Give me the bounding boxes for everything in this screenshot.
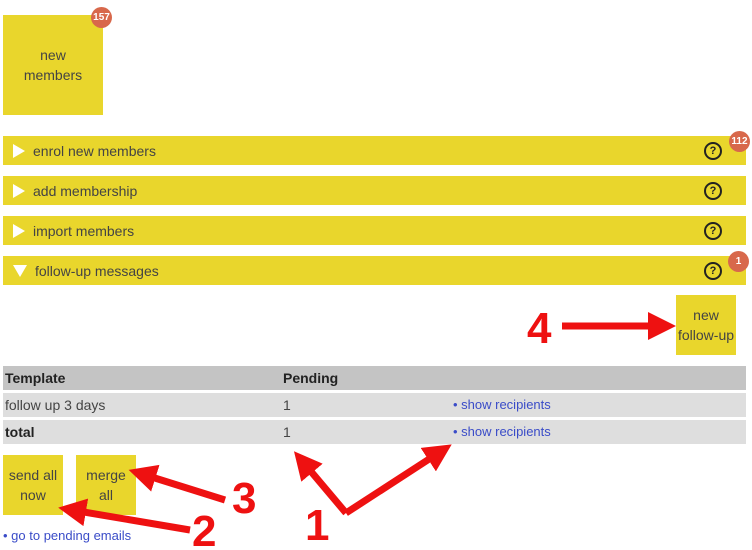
expand-arrow-icon [13, 143, 25, 158]
arrow-3 [128, 464, 227, 504]
collapse-arrow-icon [13, 264, 27, 277]
new-members-badge: 157 [91, 7, 112, 28]
new-members-line2: members [23, 67, 83, 83]
new-members-tile[interactable]: new members [3, 15, 103, 115]
new-follow-up-button[interactable]: new follow-up [676, 295, 736, 355]
section-enrol-new-members[interactable]: enrol new members ? [3, 136, 746, 165]
help-icon[interactable]: ? [704, 261, 722, 280]
table-row-total: total 1 • show recipients [3, 420, 746, 444]
section-add-membership[interactable]: add membership ? [3, 176, 746, 205]
row-template: total [5, 424, 35, 440]
send-all-now-button[interactable]: send all now [3, 455, 63, 515]
expand-arrow-icon [13, 223, 25, 238]
enrol-badge: 112 [729, 131, 750, 152]
merge-all-button[interactable]: merge all [76, 455, 136, 515]
new-follow-up-line1: new [693, 307, 719, 323]
section-follow-up-messages[interactable]: follow-up messages ? [3, 256, 746, 285]
new-follow-up-line2: follow-up [677, 327, 735, 343]
help-icon[interactable]: ? [704, 221, 722, 240]
show-recipients-link[interactable]: • show recipients [453, 397, 551, 412]
merge-all-line1: merge [86, 467, 126, 483]
merge-all-line2: all [98, 487, 113, 503]
help-icon[interactable]: ? [704, 141, 722, 160]
follow-up-badge: 1 [728, 251, 749, 272]
go-to-pending-emails-link[interactable]: • go to pending emails [3, 528, 132, 543]
row-template: follow up 3 days [5, 397, 106, 413]
send-all-line2: now [20, 487, 46, 503]
send-all-line1: send all [8, 467, 58, 483]
header-template: Template [5, 370, 66, 386]
section-label: import members [33, 222, 135, 239]
expand-arrow-icon [13, 183, 25, 198]
annotation-1: 1 [305, 501, 329, 550]
row-pending: 1 [283, 397, 291, 413]
arrow-1 [293, 451, 349, 516]
row-pending: 1 [283, 424, 291, 440]
table-header: Template Pending [3, 366, 746, 390]
section-import-members[interactable]: import members ? [3, 216, 746, 245]
help-icon[interactable]: ? [704, 181, 722, 200]
annotation-3: 3 [232, 474, 256, 523]
section-label: follow-up messages [35, 262, 159, 279]
section-label: enrol new members [33, 142, 156, 159]
arrow-1b [344, 444, 452, 516]
table-row: follow up 3 days 1 • show recipients [3, 393, 746, 417]
section-label: add membership [33, 182, 138, 199]
show-recipients-link[interactable]: • show recipients [453, 424, 551, 439]
annotation-4: 4 [527, 304, 552, 353]
new-members-line1: new [40, 47, 66, 63]
annotation-2: 2 [192, 507, 216, 550]
header-pending: Pending [283, 370, 339, 386]
